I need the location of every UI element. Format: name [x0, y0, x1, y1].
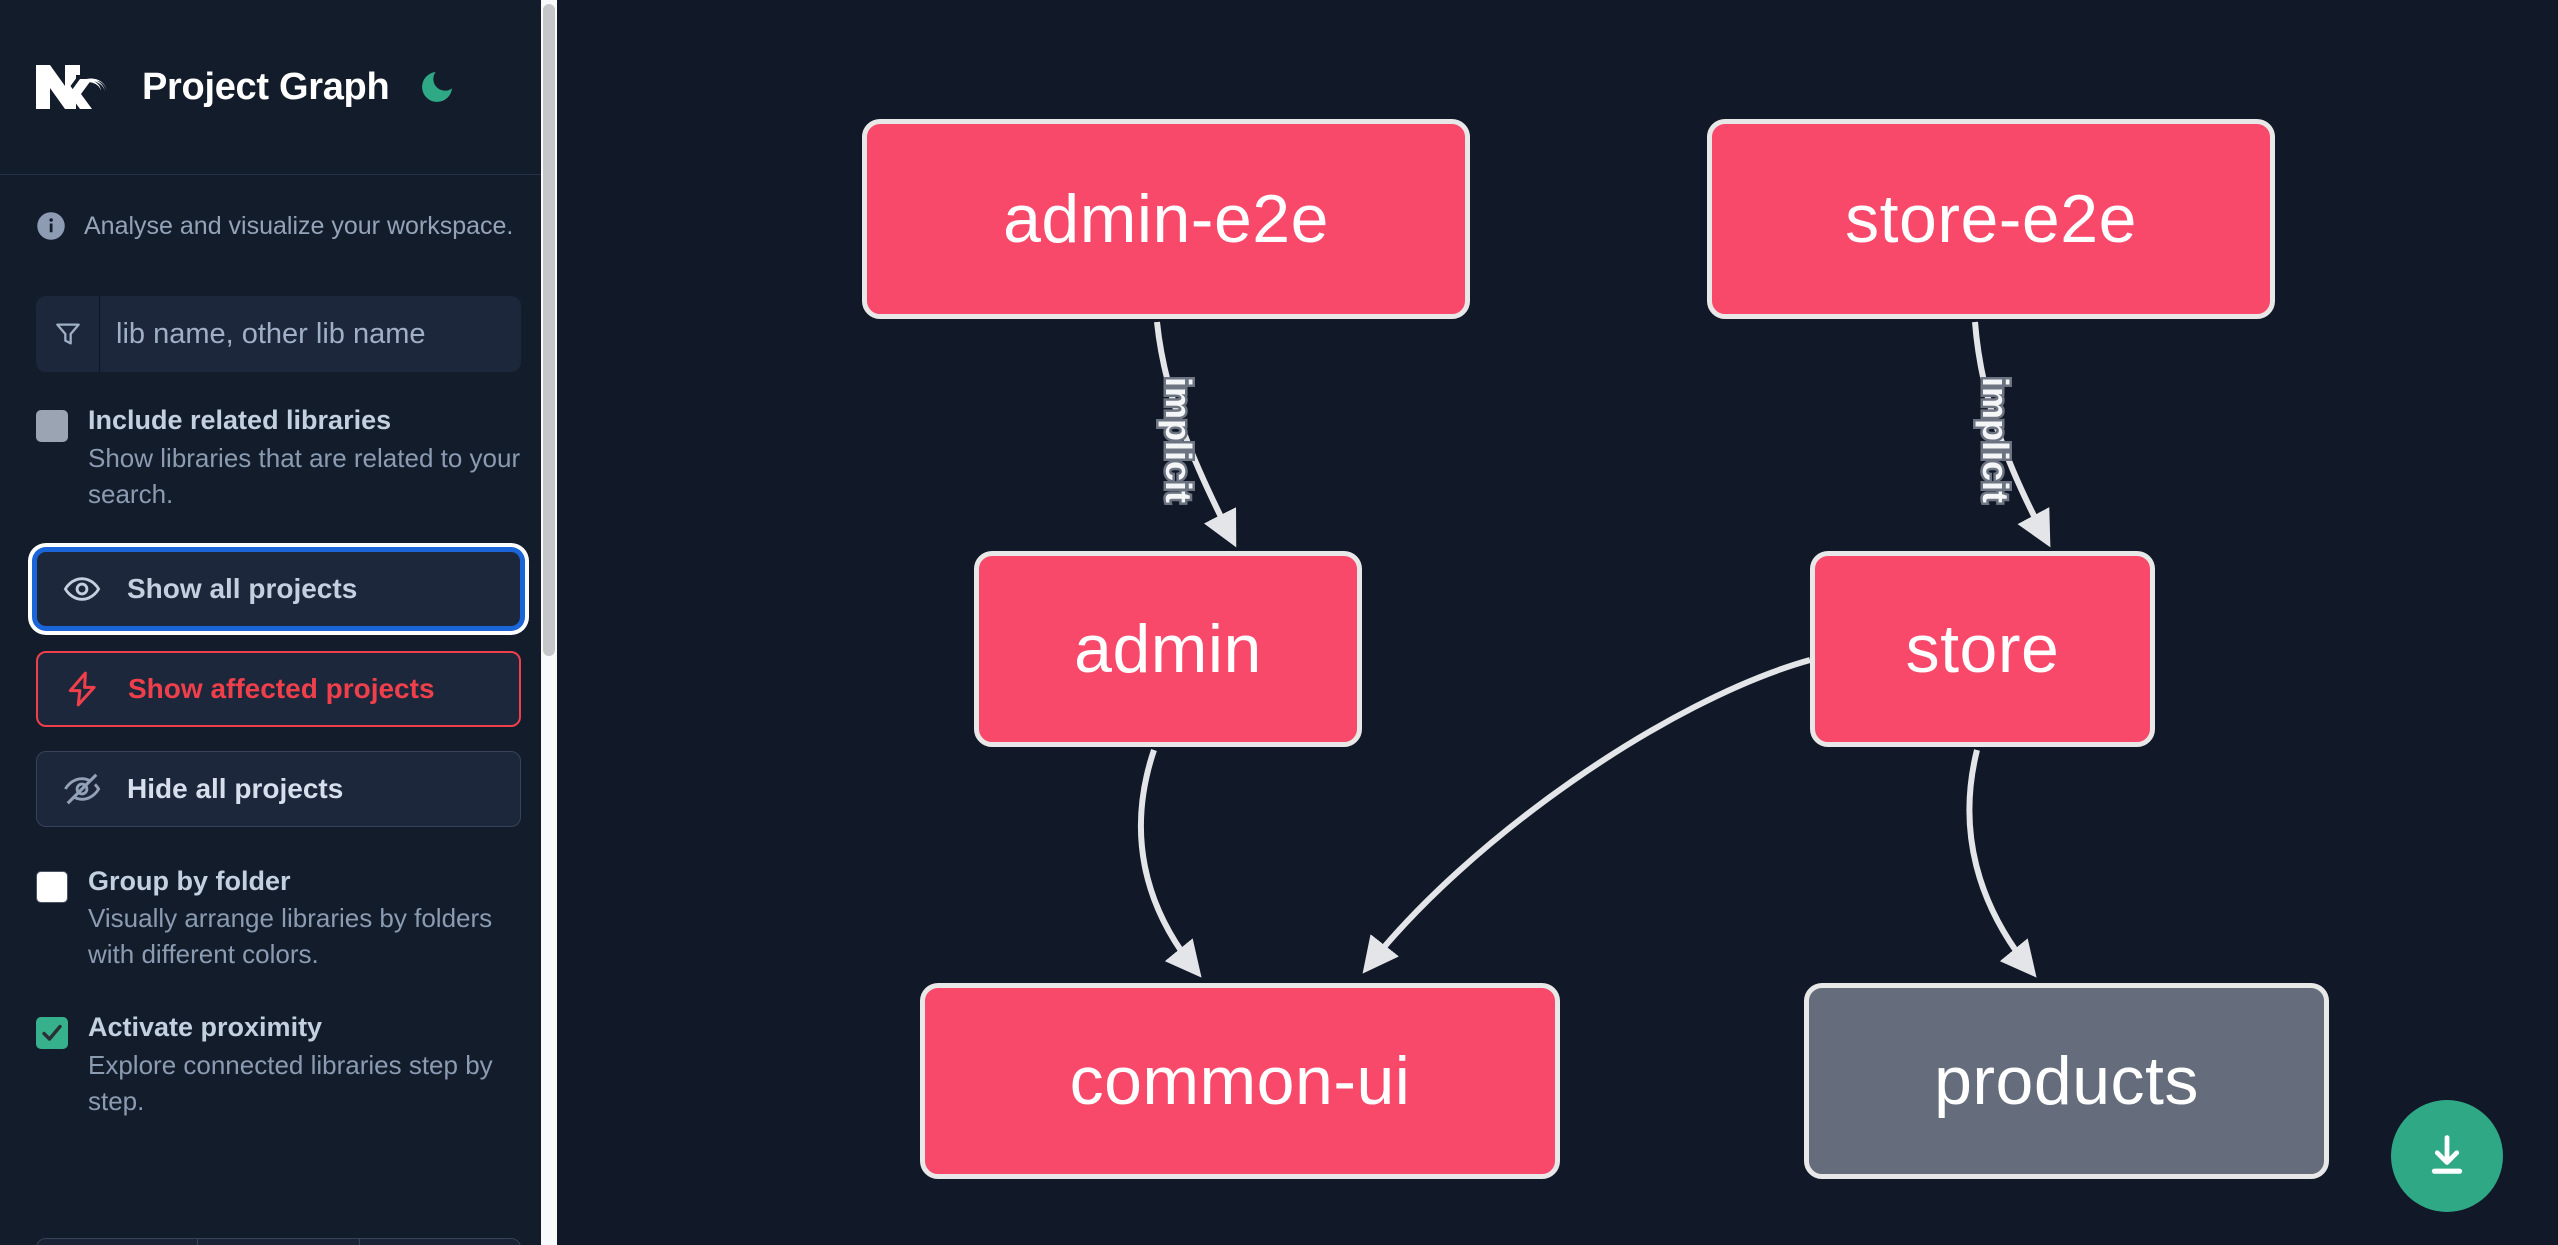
option-description: Explore connected libraries step by step… [88, 1049, 493, 1116]
graph-node-admin[interactable]: admin [974, 551, 1362, 747]
graph-edges: implicit implicit [1137, 321, 2051, 978]
eye-off-icon [64, 773, 101, 804]
graph-node-products[interactable]: products [1804, 983, 2329, 1179]
option-text-group: Activate proximity Explore connected lib… [88, 1011, 521, 1120]
download-button[interactable] [2391, 1100, 2503, 1212]
option-title: Activate proximity [88, 1012, 323, 1042]
moon-icon[interactable] [415, 65, 459, 109]
page-title: Project Graph [142, 65, 390, 108]
option-activate-proximity[interactable]: Activate proximity Explore connected lib… [0, 973, 557, 1120]
nx-logo [36, 65, 107, 109]
sidebar-header: Project Graph [0, 0, 557, 175]
proximity-segmented-control[interactable] [36, 1238, 521, 1245]
graph-canvas[interactable]: implicit implicit admin-e2e store-e2e ad… [557, 0, 2558, 1245]
show-affected-projects-label: Show affected projects [128, 672, 435, 704]
node-label: admin [1074, 611, 1262, 687]
activate-proximity-checkbox[interactable] [36, 1017, 68, 1049]
option-title: Group by folder [88, 865, 291, 896]
show-all-projects-button[interactable]: Show all projects [36, 550, 521, 627]
show-all-projects-label: Show all projects [127, 572, 358, 604]
edge-store-to-common-ui [1362, 657, 1811, 974]
edge-admin-to-common-ui [1137, 749, 1202, 978]
segment-option-3[interactable] [359, 1239, 520, 1245]
info-icon [37, 212, 65, 240]
node-label: common-ui [1069, 1043, 1411, 1119]
hide-all-projects-button[interactable]: Hide all projects [36, 750, 521, 827]
segment-option-2[interactable] [198, 1239, 360, 1245]
edge-admin-e2e-to-admin [1154, 321, 1237, 548]
funnel-icon [36, 296, 100, 372]
node-label: products [1934, 1043, 2199, 1119]
filter-section [0, 241, 557, 372]
filter-box[interactable] [36, 296, 521, 372]
option-description: Visually arrange libraries by folders wi… [88, 903, 493, 970]
info-banner: Analyse and visualize your workspace. [0, 175, 557, 241]
segment-option-1[interactable] [37, 1239, 199, 1245]
include-related-libraries-checkbox[interactable] [36, 410, 68, 442]
graph-node-store[interactable]: store [1810, 551, 2155, 747]
option-title: Include related libraries [88, 405, 392, 435]
option-text-group: Include related libraries Show libraries… [88, 404, 521, 513]
moon-glyph [422, 72, 453, 102]
eye-icon [63, 576, 101, 601]
search-input[interactable] [100, 296, 521, 372]
info-text: Analyse and visualize your workspace. [84, 211, 514, 240]
lightning-icon [68, 671, 96, 706]
funnel-glyph [55, 323, 80, 345]
show-affected-projects-button[interactable]: Show affected projects [36, 650, 521, 727]
option-text-group: Group by folder Visually arrange librari… [88, 865, 521, 974]
download-icon [2431, 1135, 2463, 1174]
node-label: admin-e2e [1003, 181, 1329, 257]
edge-store-to-products [1966, 749, 2037, 978]
graph-node-common-ui[interactable]: common-ui [920, 983, 1560, 1179]
option-description: Show libraries that are related to your … [88, 442, 521, 509]
visibility-button-group: Show all projects Show affected projects… [0, 513, 557, 827]
node-label: store-e2e [1845, 181, 2137, 257]
sidebar-scrollbar-thumb[interactable] [543, 4, 555, 656]
group-by-folder-checkbox[interactable] [36, 870, 68, 903]
option-group-by-folder[interactable]: Group by folder Visually arrange librari… [0, 827, 557, 974]
edge-store-e2e-to-store [1972, 321, 2051, 548]
edge-label-implicit-store: implicit [1975, 377, 2016, 503]
hide-all-projects-label: Hide all projects [127, 772, 344, 804]
edge-label-implicit-admin: implicit [1158, 377, 1199, 503]
sidebar: Project Graph Analyse and visualize your… [0, 0, 557, 1245]
check-icon [42, 1024, 62, 1041]
option-include-related-libraries[interactable]: Include related libraries Show libraries… [0, 372, 557, 513]
node-label: store [1905, 611, 2060, 687]
graph-node-admin-e2e[interactable]: admin-e2e [862, 119, 1470, 319]
graph-node-store-e2e[interactable]: store-e2e [1707, 119, 2275, 319]
